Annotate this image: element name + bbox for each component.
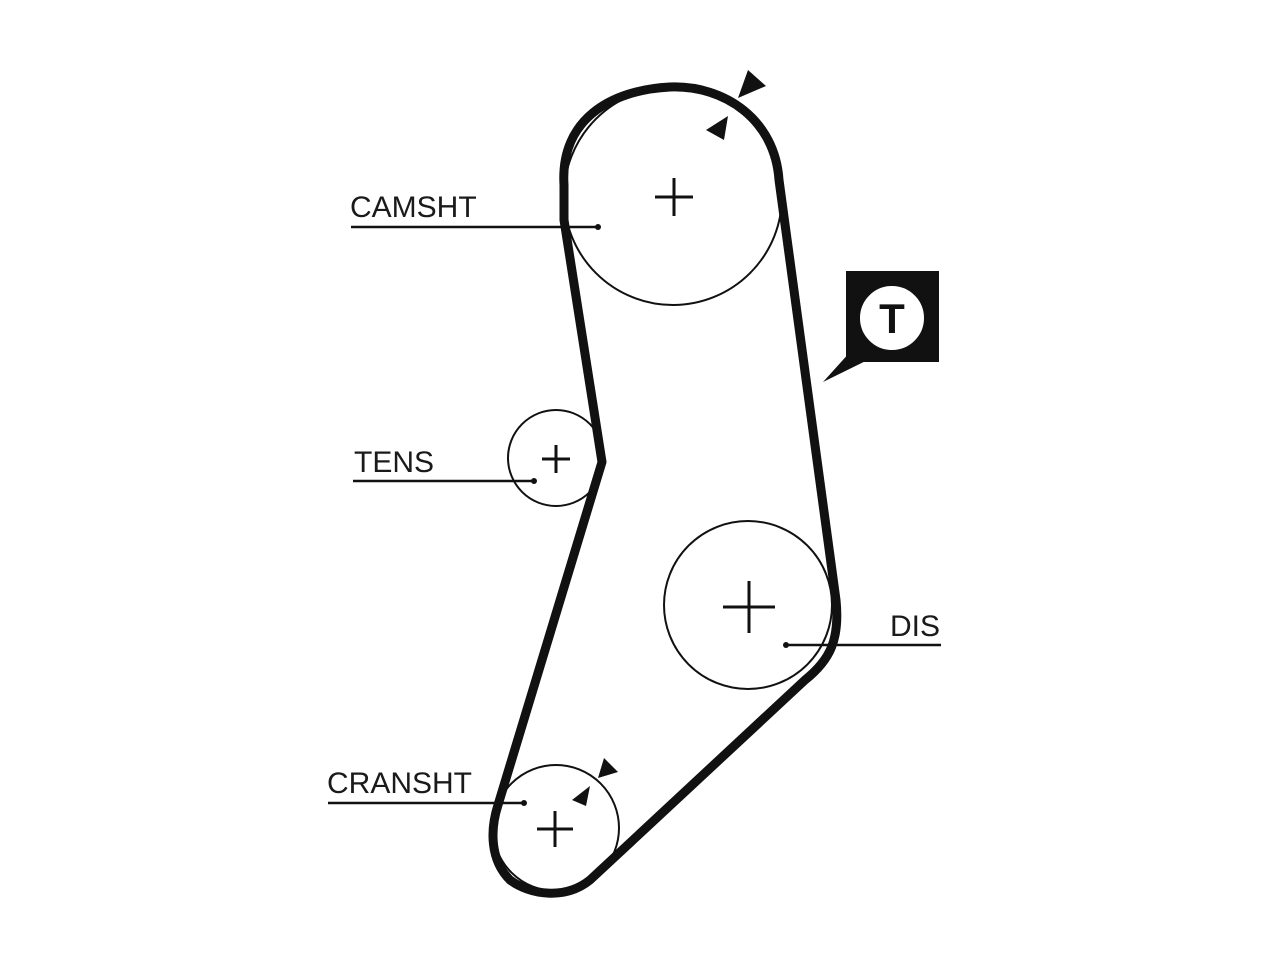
rotation-arrow-icon xyxy=(706,116,728,140)
crankshaft-label: CRANSHT xyxy=(327,767,472,800)
tension-badge-circle xyxy=(856,282,928,354)
tensioner-label: TENS xyxy=(354,446,434,479)
tension-badge-letter: T xyxy=(879,295,905,342)
distributor-label: DIS xyxy=(890,610,940,643)
rotation-arrow-icon xyxy=(572,786,590,806)
rotation-arrows xyxy=(572,70,766,806)
plus-center-icon xyxy=(537,811,573,847)
rotation-arrow-icon xyxy=(738,70,766,98)
plus-center-icon xyxy=(655,178,693,216)
leader-dots xyxy=(521,224,789,806)
plus-center-icon xyxy=(542,445,570,473)
plus-center-icon xyxy=(723,581,775,633)
tension-badge-icon: T xyxy=(823,271,939,382)
timing-belt xyxy=(488,82,842,898)
pulley-centers xyxy=(537,178,775,847)
camshaft-label: CAMSHT xyxy=(350,191,477,224)
rotation-arrow-icon xyxy=(598,758,618,778)
leader-lines xyxy=(328,225,941,805)
